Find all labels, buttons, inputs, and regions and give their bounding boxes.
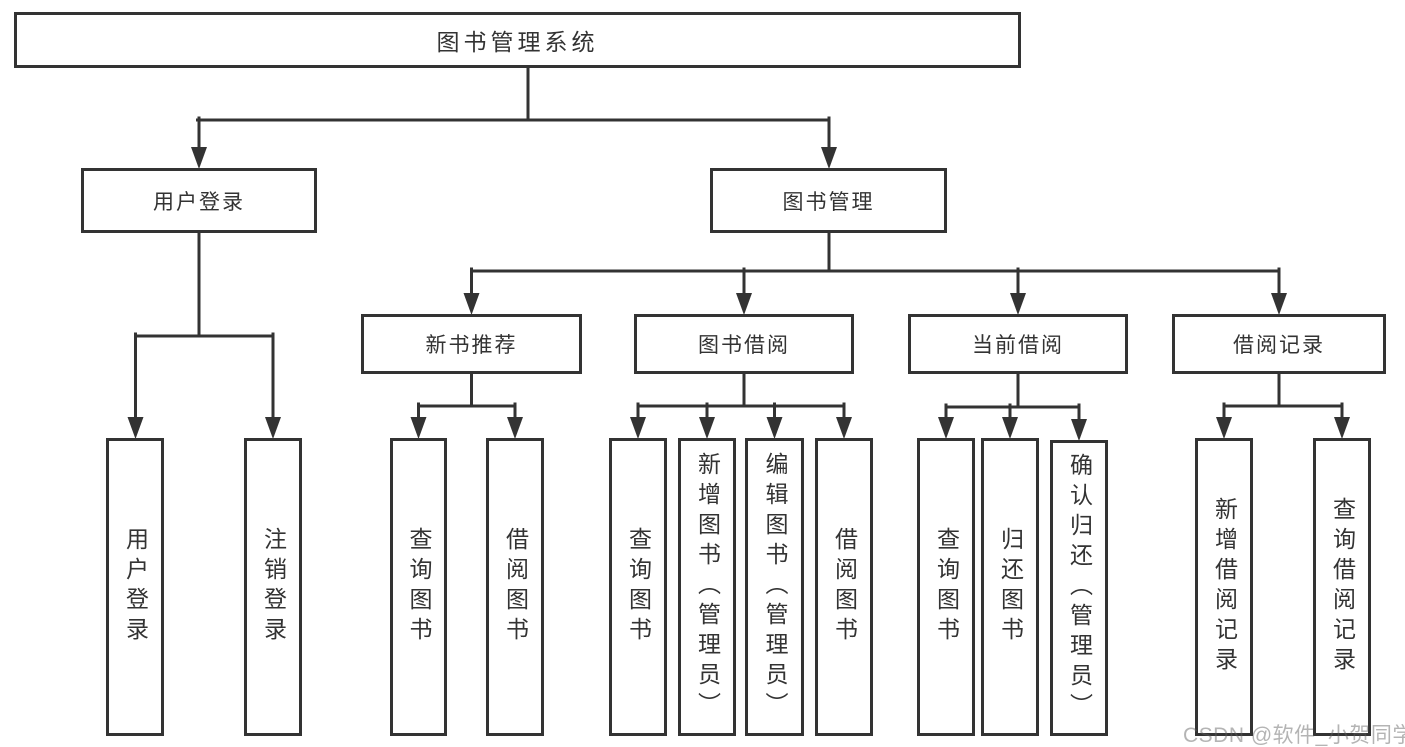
leaf-label: 查询图书 [933, 527, 960, 647]
node-current-borrowing: 当前借阅 [908, 314, 1128, 374]
leaf-add-book-admin: 新增图书（管理员） [678, 438, 736, 736]
node-new-book-recommend: 新书推荐 [361, 314, 582, 374]
node-label: 新书推荐 [425, 334, 518, 357]
connector-book-borrow-to-leaves [636, 372, 846, 424]
leaf-borrow-books-borrowing: 借阅图书 [815, 438, 873, 736]
leaf-label: 新增图书（管理员） [694, 452, 721, 722]
node-label: 图书管理系统 [436, 29, 599, 55]
leaf-label: 编辑图书（管理员） [762, 452, 788, 722]
leaf-label: 查询图书 [406, 527, 432, 647]
connector-new-book-to-leaves [417, 372, 517, 424]
leaf-label: 注销登录 [260, 527, 287, 647]
watermark-text: CSDN @软件_小贺同学 [1183, 724, 1405, 747]
node-user-login: 用户登录 [81, 168, 317, 233]
node-label: 用户登录 [153, 190, 245, 214]
leaf-label: 借阅图书 [502, 527, 529, 647]
connector-borrow-records-to-leaves [1222, 372, 1344, 424]
node-borrowing-records: 借阅记录 [1172, 314, 1386, 374]
leaf-label: 新增借阅记录 [1211, 497, 1238, 677]
leaf-label: 确认归还（管理员） [1066, 453, 1093, 723]
leaf-query-borrow-record: 查询借阅记录 [1313, 438, 1371, 736]
arrowheads [127, 147, 1350, 441]
node-label: 图书借阅 [698, 334, 790, 357]
connector-book-mgmt-to-level3 [470, 231, 1281, 300]
node-label: 借阅记录 [1233, 334, 1325, 357]
leaf-confirm-return-admin: 确认归还（管理员） [1050, 440, 1108, 736]
connector-root-to-level2 [196, 66, 831, 154]
leaf-label: 用户登录 [122, 527, 149, 647]
leaf-logout: 注销登录 [244, 438, 302, 736]
leaf-query-books-current: 查询图书 [917, 438, 975, 736]
leaf-edit-book-admin: 编辑图书（管理员） [745, 438, 804, 736]
connector-current-borrow-to-leaves [944, 372, 1081, 426]
leaf-add-borrow-record: 新增借阅记录 [1195, 438, 1253, 736]
leaf-query-books-borrowing: 查询图书 [609, 438, 667, 736]
leaf-label: 归还图书 [997, 527, 1024, 647]
leaf-label: 查询图书 [625, 527, 652, 647]
leaf-return-books: 归还图书 [981, 438, 1039, 736]
node-book-management: 图书管理 [710, 168, 947, 233]
node-label: 图书管理 [782, 190, 875, 214]
node-book-borrowing: 图书借阅 [634, 314, 854, 374]
leaf-query-books-recommend: 查询图书 [390, 438, 447, 736]
node-library-management-system: 图书管理系统 [14, 12, 1021, 68]
leaf-label: 查询借阅记录 [1329, 497, 1356, 677]
leaf-borrow-books-recommend: 借阅图书 [486, 438, 544, 736]
connector-user-login-to-leaves [134, 231, 275, 424]
leaf-user-login: 用户登录 [106, 438, 164, 736]
leaf-label: 借阅图书 [831, 527, 858, 647]
node-label: 当前借阅 [972, 334, 1064, 357]
